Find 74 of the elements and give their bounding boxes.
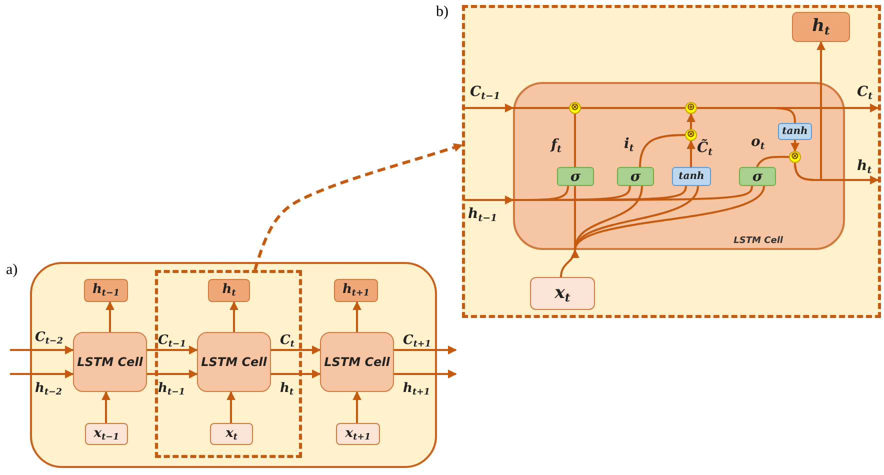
- arrow: [147, 346, 198, 354]
- output-box: h$_{t+1}$: [334, 279, 378, 302]
- arrow: [686, 113, 696, 129]
- input-box: x$_{t}$: [530, 277, 595, 310]
- operator-circle: ⊗: [789, 151, 801, 163]
- arrow: [147, 370, 198, 378]
- edge-label: h$_{t}$: [280, 381, 294, 398]
- edge-label: h$_{t−2}$: [35, 381, 62, 398]
- cell-label: LSTM Cell: [734, 236, 783, 246]
- edge-label: C$_{t−2}$: [35, 330, 63, 347]
- edge-label: C$_{t}$: [857, 84, 873, 102]
- edge-label: i$_{t}$: [624, 136, 634, 154]
- arrow: [790, 140, 800, 152]
- edge-label: h$_{t−1}$: [468, 206, 498, 224]
- output-box: h$_{t−1}$: [84, 279, 128, 302]
- sigmoid-gate: σ: [557, 167, 594, 186]
- lstm-cell: [513, 82, 845, 250]
- operator-circle: ⊗: [569, 102, 581, 114]
- arrow: [271, 370, 321, 378]
- panel-background: [30, 262, 437, 468]
- highlight-frame: [155, 270, 302, 458]
- sigmoid-gate: σ: [617, 167, 654, 186]
- output-box: h$_{t}$: [208, 279, 250, 302]
- operator-circle: ⊕: [685, 102, 697, 114]
- connector-line: [639, 134, 686, 168]
- input-box: x$_{t+1}$: [336, 423, 380, 445]
- dashed-arrow: [254, 143, 463, 270]
- panel-label: a): [6, 262, 18, 279]
- arrow: [106, 301, 114, 332]
- edge-label: f$_{t}$: [551, 137, 562, 155]
- connector-line: [574, 186, 643, 250]
- lstm-cell: LSTM Cell: [320, 332, 394, 392]
- arrow: [352, 301, 362, 332]
- arrow: [102, 391, 110, 423]
- sigmoid-gate: σ: [739, 167, 776, 186]
- arrow: [394, 346, 457, 354]
- input-box: x$_{t}$: [210, 423, 253, 445]
- arrow: [686, 140, 696, 167]
- zoom-panel: [462, 5, 881, 318]
- edge-label: C$_{t}$: [280, 333, 294, 350]
- arrow: [560, 249, 579, 278]
- connector-line: [574, 114, 576, 167]
- edge-label: h$_{t}$: [857, 158, 872, 176]
- edge-label: o$_{t}$: [751, 134, 765, 152]
- input-box: x$_{t−1}$: [85, 423, 128, 445]
- edge-label: C$_{t+1}$: [403, 333, 431, 350]
- lstm-cell: LSTM Cell: [197, 332, 271, 392]
- panel-label: b): [436, 4, 448, 21]
- edge-label: h$_{t+1}$: [403, 381, 430, 398]
- edge-label: C$_{t−1}$: [158, 333, 186, 350]
- edge-label: C̃$_{t}$: [697, 140, 713, 158]
- tanh-box: tanh: [672, 167, 711, 186]
- arrow: [464, 104, 514, 112]
- connector-line: [574, 186, 699, 250]
- operator-circle: ⊗: [685, 129, 697, 141]
- connector-line: [581, 107, 685, 109]
- arrow: [464, 196, 514, 204]
- arrow: [10, 346, 74, 354]
- edge-label: C$_{t−1}$: [470, 84, 500, 102]
- arrow: [794, 41, 826, 181]
- arrow: [10, 370, 74, 378]
- connector-line: [756, 156, 789, 168]
- arrow: [352, 391, 362, 423]
- tanh-box: tanh: [778, 123, 812, 140]
- arrow: [230, 301, 238, 332]
- connector-line: [513, 107, 569, 109]
- arrow: [394, 370, 457, 378]
- lstm-cell: LSTM Cell: [73, 332, 147, 392]
- output-box: h$_{t}$: [792, 12, 850, 42]
- connector-line: [574, 186, 765, 250]
- edge-label: h$_{t−1}$: [158, 381, 186, 398]
- arrow: [271, 346, 321, 354]
- connector-line: [697, 107, 796, 124]
- arrow: [226, 391, 236, 423]
